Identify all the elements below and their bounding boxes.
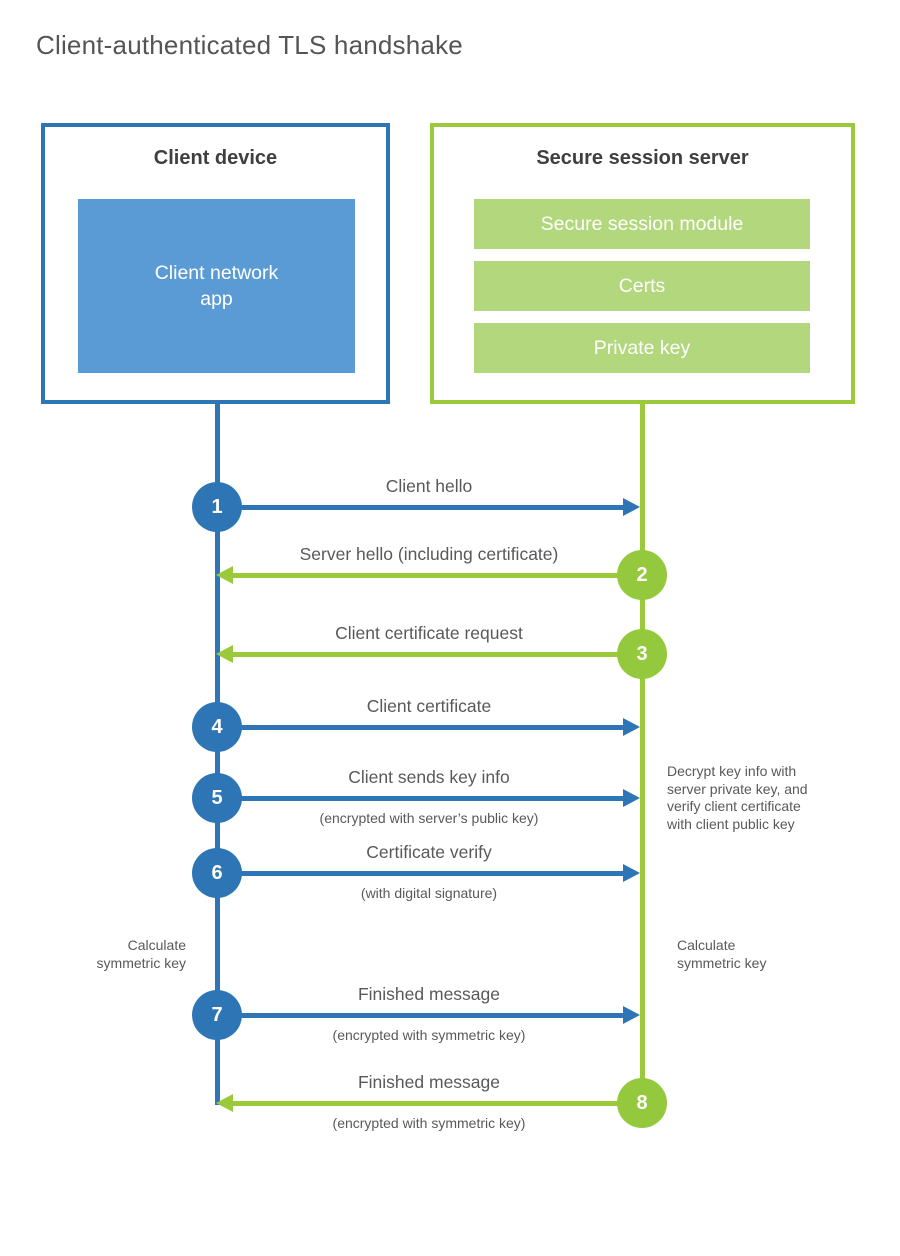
step-8-number: 8 bbox=[636, 1091, 648, 1114]
step-6-sublabel: (with digital signature) bbox=[360, 885, 498, 901]
step-1-circle: 1 bbox=[192, 482, 242, 532]
step-4-number: 4 bbox=[211, 715, 223, 738]
step-4-label: Client certificate bbox=[366, 696, 492, 716]
step-8-circle: 8 bbox=[617, 1078, 667, 1128]
step-3-arrow-line bbox=[232, 652, 642, 657]
step-3-arrowhead-icon bbox=[216, 645, 233, 663]
step-7-arrowhead-icon bbox=[623, 1006, 640, 1024]
client-lifeline bbox=[215, 403, 220, 1105]
client-device-header: Client device bbox=[153, 147, 278, 169]
step-1-arrowhead-icon bbox=[623, 498, 640, 516]
step-1-number: 1 bbox=[211, 495, 223, 518]
step-5-circle: 5 bbox=[192, 773, 242, 823]
client-network-app-label: Client network app bbox=[154, 262, 279, 310]
server-module-bar-certs: Certs bbox=[474, 261, 810, 311]
step-7-label: Finished message bbox=[357, 984, 501, 1004]
note-server-calculate-symmetric-key: Calculate symmetric key bbox=[677, 937, 767, 971]
server-module-bar-secure-session-module: Secure session module bbox=[474, 199, 810, 249]
step-6-label: Certificate verify bbox=[366, 842, 492, 862]
secure-session-server-header: Secure session server bbox=[536, 147, 749, 169]
step-2-label: Server hello (including certificate) bbox=[299, 544, 559, 564]
step-8-sublabel: (encrypted with symmetric key) bbox=[332, 1115, 526, 1131]
step-6-circle: 6 bbox=[192, 848, 242, 898]
step-3-label: Client certificate request bbox=[335, 623, 523, 643]
step-2-circle: 2 bbox=[617, 550, 667, 600]
step-4-arrowhead-icon bbox=[623, 718, 640, 736]
step-3-circle: 3 bbox=[617, 629, 667, 679]
step-4-circle: 4 bbox=[192, 702, 242, 752]
step-5-arrow-line bbox=[220, 796, 623, 801]
step-7-arrow-line bbox=[220, 1013, 623, 1018]
step-7-sublabel: (encrypted with symmetric key) bbox=[332, 1027, 526, 1043]
step-7-circle: 7 bbox=[192, 990, 242, 1040]
step-8-label: Finished message bbox=[357, 1072, 501, 1092]
step-2-arrow-line bbox=[232, 573, 642, 578]
client-network-app-box: Client network app bbox=[78, 199, 355, 373]
step-3-number: 3 bbox=[636, 642, 648, 665]
page-title: Client-authenticated TLS handshake bbox=[36, 30, 463, 60]
step-7-number: 7 bbox=[211, 1003, 223, 1026]
note-client-calculate-symmetric-key: Calculate symmetric key bbox=[96, 937, 186, 971]
step-5-sublabel: (encrypted with server’s public key) bbox=[319, 810, 539, 826]
step-8-arrow-line bbox=[232, 1101, 642, 1106]
step-2-arrowhead-icon bbox=[216, 566, 233, 584]
step-6-arrowhead-icon bbox=[623, 864, 640, 882]
step-6-number: 6 bbox=[211, 861, 223, 884]
step-5-arrowhead-icon bbox=[623, 789, 640, 807]
step-1-arrow-line bbox=[220, 505, 623, 510]
server-module-bar-private-key: Private key bbox=[474, 323, 810, 373]
step-1-label: Client hello bbox=[385, 476, 473, 496]
note-server-decrypt-key-info: Decrypt key info with server private key… bbox=[667, 763, 808, 832]
step-2-number: 2 bbox=[636, 563, 648, 586]
server-lifeline bbox=[640, 403, 645, 1103]
step-8-arrowhead-icon bbox=[216, 1094, 233, 1112]
step-5-number: 5 bbox=[211, 786, 223, 809]
step-5-label: Client sends key info bbox=[348, 767, 510, 787]
step-4-arrow-line bbox=[220, 725, 623, 730]
step-6-arrow-line bbox=[220, 871, 623, 876]
